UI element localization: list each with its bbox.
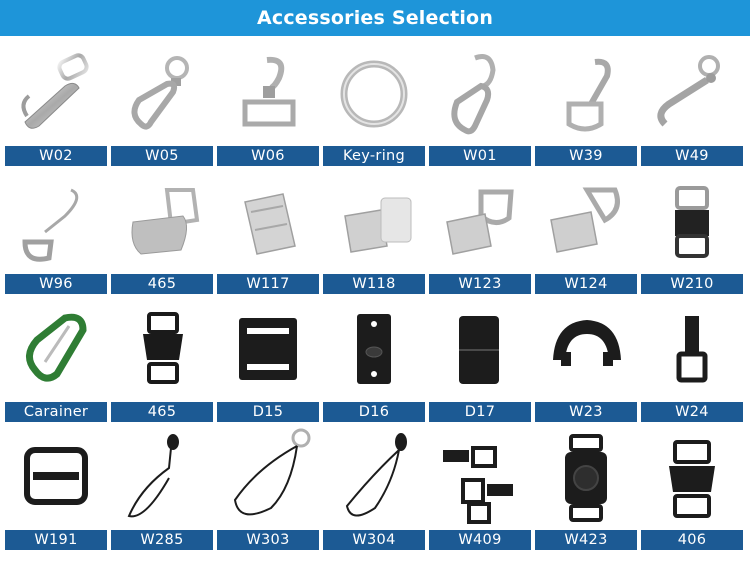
product-label: W39 [535,146,637,166]
trigger-snap-hook-icon [535,44,637,146]
product-card-w06[interactable]: W06 [217,44,319,166]
cord-loop-ring-icon [217,428,319,530]
bolt-snap-icon [641,44,743,146]
side-release-buckle-icon [641,428,743,530]
product-label: W23 [535,402,637,422]
product-label: W210 [641,274,743,294]
product-label: Carainer [5,402,107,422]
product-label: W303 [217,530,319,550]
cord-loop-icon [111,428,213,530]
split-key-ring-icon [323,44,425,146]
slide-buckle-icon [5,428,107,530]
product-label: 465 [111,402,213,422]
product-card-w409[interactable]: W409 [429,428,531,550]
product-label: W01 [429,146,531,166]
product-label: D16 [323,402,425,422]
product-card-d16[interactable]: D16 [323,300,425,422]
product-card-w123[interactable]: W123 [429,172,531,294]
grid-row-4: W191 W285 W303 [5,428,746,550]
product-card-d17[interactable]: D17 [429,300,531,422]
page-title: Accessories Selection [256,7,494,29]
product-label: D15 [217,402,319,422]
product-card-w210[interactable]: W210 [641,172,743,294]
product-card-406[interactable]: 406 [641,428,743,550]
lobster-clasp-icon [217,44,319,146]
plastic-clip-set-icon [429,428,531,530]
product-card-w49[interactable]: W49 [641,44,743,166]
horseshoe-connector-icon [535,300,637,402]
product-label: 406 [641,530,743,550]
suspender-clip-icon [111,172,213,274]
product-card-w23[interactable]: W23 [535,300,637,422]
product-label: W24 [641,402,743,422]
badge-clip-icon [323,172,425,274]
product-label: D17 [429,402,531,422]
product-label: 465 [111,274,213,294]
product-card-w02[interactable]: W02 [5,44,107,166]
product-card-d15[interactable]: D15 [217,300,319,422]
product-label: W423 [535,530,637,550]
product-card-carainer[interactable]: Carainer [5,300,107,422]
product-card-w01[interactable]: W01 [429,44,531,166]
safety-breakaway-icon [429,300,531,402]
metal-buckle-icon [641,172,743,274]
grid-row-2: W96 465 W117 [5,172,746,294]
product-card-w303[interactable]: W303 [217,428,319,550]
product-label: W285 [111,530,213,550]
grid-row-3: Carainer 465 D15 [5,300,746,422]
plastic-hook-icon [641,300,743,402]
product-card-key-ring[interactable]: Key-ring [323,44,425,166]
product-card-w24[interactable]: W24 [641,300,743,422]
wire-hook-icon [5,172,107,274]
product-label: W49 [641,146,743,166]
header-banner: Accessories Selection [0,0,750,36]
safety-breakaway-icon [323,300,425,402]
d-ring-clip-icon [535,172,637,274]
carabiner-icon [5,300,107,402]
product-label: W409 [429,530,531,550]
product-card-w118[interactable]: W118 [323,172,425,294]
cord-loop-icon [323,428,425,530]
d-ring-clip-icon [429,172,531,274]
product-label: W96 [5,274,107,294]
product-label: W02 [5,146,107,166]
product-label: W123 [429,274,531,294]
product-label: W304 [323,530,425,550]
side-release-buckle-icon [111,300,213,402]
product-label: W117 [217,274,319,294]
product-card-w423[interactable]: W423 [535,428,637,550]
product-card-w39[interactable]: W39 [535,44,637,166]
product-label: W191 [5,530,107,550]
product-label: W06 [217,146,319,166]
product-card-465-buckle[interactable]: 465 [111,300,213,422]
swivel-snap-hook-icon [5,44,107,146]
bulldog-clip-icon [217,172,319,274]
trigger-snap-hook-icon [429,44,531,146]
product-card-w191[interactable]: W191 [5,428,107,550]
product-card-w304[interactable]: W304 [323,428,425,550]
product-card-w117[interactable]: W117 [217,172,319,294]
swivel-snap-hook-icon [111,44,213,146]
product-card-465-clip[interactable]: 465 [111,172,213,294]
product-label: Key-ring [323,146,425,166]
product-label: W124 [535,274,637,294]
center-release-buckle-icon [535,428,637,530]
product-card-w124[interactable]: W124 [535,172,637,294]
product-label: W118 [323,274,425,294]
product-label: W05 [111,146,213,166]
product-card-w05[interactable]: W05 [111,44,213,166]
product-card-w285[interactable]: W285 [111,428,213,550]
safety-breakaway-icon [217,300,319,402]
product-card-w96[interactable]: W96 [5,172,107,294]
grid-row-1: W02 W05 W06 [5,44,746,166]
